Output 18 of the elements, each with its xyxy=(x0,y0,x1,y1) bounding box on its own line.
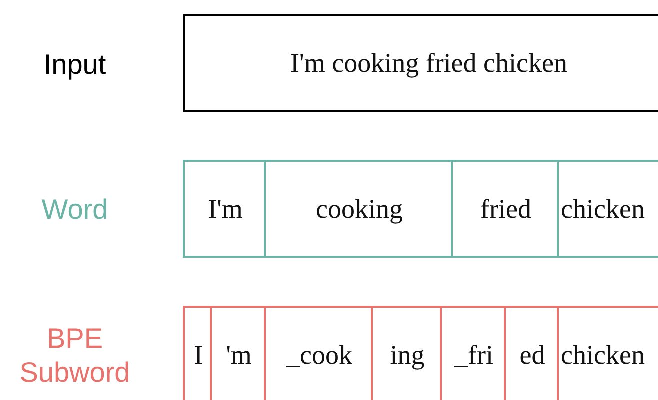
token-cell xyxy=(557,306,658,400)
row-label: Input xyxy=(42,48,108,82)
row-label: Word xyxy=(40,193,110,227)
token-text: _fri xyxy=(454,340,494,370)
token-text: 'm xyxy=(226,340,252,370)
row-label: BPE Subword xyxy=(18,322,132,390)
token-text: I'm xyxy=(208,194,243,224)
input-box xyxy=(183,14,658,112)
token-text: chicken xyxy=(561,340,645,370)
token-text: ing xyxy=(390,340,425,370)
token-cell xyxy=(557,160,658,258)
token-text: I xyxy=(194,340,203,370)
token-text: _cook xyxy=(286,340,352,370)
token-text: fried xyxy=(480,194,532,224)
token-text: cooking xyxy=(316,194,403,224)
token-text: I'm cooking fried chicken xyxy=(290,48,568,78)
token-text: chicken xyxy=(561,194,645,224)
token-text: ed xyxy=(520,340,546,370)
